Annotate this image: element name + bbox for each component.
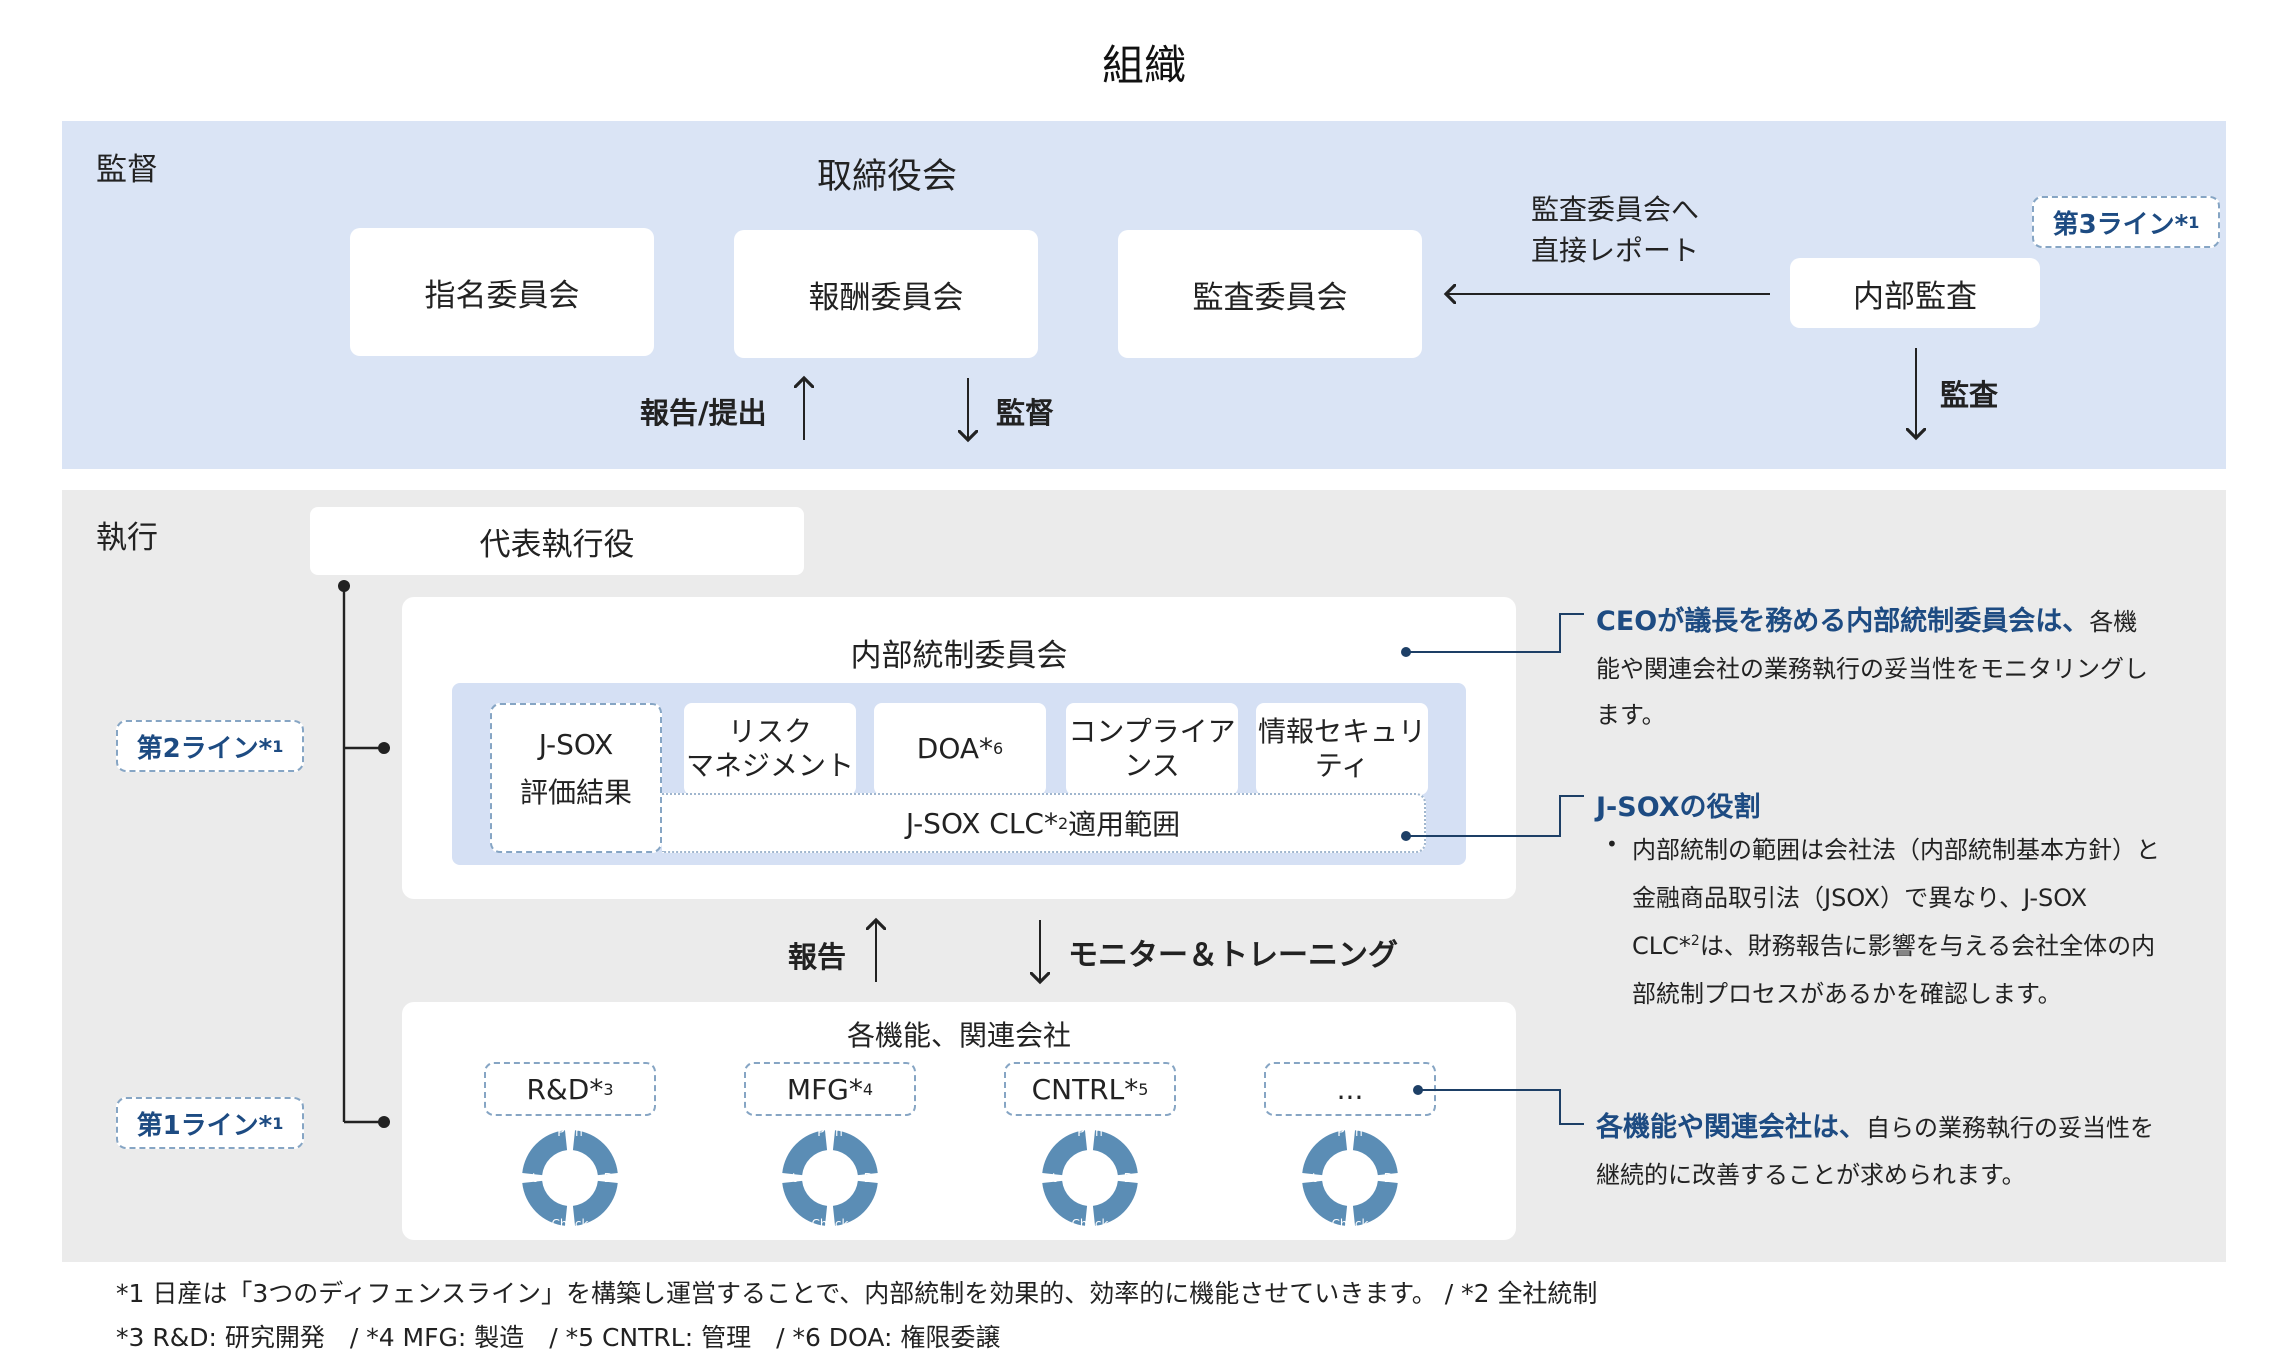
pdca-segment: [1302, 1180, 1348, 1226]
jsox-evaluation-box: J-SOX 評価結果: [490, 703, 662, 853]
pdca-segment: [1302, 1130, 1348, 1176]
pdca-segment: [572, 1130, 618, 1176]
internal-control-committee-title: 内部統制委員会: [850, 638, 1068, 674]
functions-title: 各機能、関連会社: [846, 1019, 1071, 1052]
compensation-committee-box: 報酬委員会: [734, 230, 1038, 358]
tree-node: [338, 580, 350, 592]
compliance-cell: コンプライアンス: [1066, 703, 1238, 795]
monitor-training-label: モニター＆トレーニング: [1068, 938, 1398, 973]
pdca-segment: [1042, 1130, 1088, 1176]
pdca-segment: [832, 1180, 878, 1226]
pdca-label: Check: [812, 1217, 849, 1231]
pdca-segment: [782, 1180, 828, 1226]
pdca-segment: [1352, 1130, 1398, 1176]
supervise-label: 監督: [996, 396, 1055, 430]
pdca-label: Act: [1037, 1171, 1057, 1185]
pdca-label: Check: [1072, 1217, 1109, 1231]
pdca-segment: [832, 1130, 878, 1176]
function-mfg: MFG*4: [744, 1062, 916, 1116]
infosec-cell: 情報セキュリティ: [1256, 703, 1428, 795]
pdca-label: Plan: [817, 1125, 843, 1139]
pdca-segment: [1092, 1180, 1138, 1226]
pdca-label: Act: [1297, 1171, 1317, 1185]
pdca-label: Act: [517, 1171, 537, 1185]
note-jsox-heading: J-SOXの役割: [1596, 792, 1761, 823]
pdca-label: Check: [552, 1217, 589, 1231]
pdca-label: Plan: [1337, 1125, 1363, 1139]
report-label: 報告: [788, 940, 847, 974]
internal-audit-box: 内部監査: [1790, 258, 2040, 328]
pdca-label: Do: [604, 1171, 621, 1185]
callout-line-committee: [1406, 613, 1584, 653]
audit-committee-box: 監査委員会: [1118, 230, 1422, 358]
footnote-2: *3 R&D: 研究開発 / *4 MFG: 製造 / *5 CNTRL: 管理…: [116, 1323, 1001, 1352]
pdca-label: Check: [1332, 1217, 1369, 1231]
pdca-label: Do: [1124, 1171, 1141, 1185]
pdca-segment: [522, 1130, 568, 1176]
pdca-label: Act: [777, 1171, 797, 1185]
risk-management-cell: リスクマネジメント: [684, 703, 856, 795]
line3-tag: 第3ライン*1: [2032, 196, 2220, 248]
function-rd: R&D*3: [484, 1062, 656, 1116]
pdca-segment: [1092, 1130, 1138, 1176]
supervision-label: 監督: [96, 152, 158, 188]
doa-cell: DOA*6: [874, 703, 1046, 795]
page-title: 組織: [1101, 41, 1186, 90]
pdca-label: Do: [1384, 1171, 1401, 1185]
callout-line-functions: [1418, 1089, 1584, 1125]
board-heading: 取締役会: [816, 157, 957, 197]
pdca-label: Plan: [1077, 1125, 1103, 1139]
bullet-icon: •: [1606, 832, 1618, 856]
pdca-segment: [782, 1130, 828, 1176]
pdca-segment: [1042, 1180, 1088, 1226]
pdca-label: Do: [864, 1171, 881, 1185]
footnote-1: *1 日産は「3つのディフェンスライン」を構築し運営することで、内部統制を効果的…: [116, 1279, 1598, 1308]
tree-node: [378, 1116, 390, 1128]
jsox-clc-scope: J-SOX CLC*2 適用範囲: [662, 793, 1426, 853]
note-committee: CEOが議長を務める内部統制委員会は、各機 能や関連会社の業務執行の妥当性をモニ…: [1596, 606, 2148, 729]
pdca-segment: [572, 1180, 618, 1226]
report-submit-label: 報告/提出: [640, 396, 767, 430]
ceo-box: 代表執行役: [310, 507, 804, 575]
execution-label: 執行: [96, 520, 158, 556]
line2-tag: 第2ライン*1: [116, 720, 304, 772]
line1-tag: 第1ライン*1: [116, 1097, 304, 1149]
function-cntrl: CNTRL*5: [1004, 1062, 1176, 1116]
pdca-segment: [1352, 1180, 1398, 1226]
note-jsox-body: 内部統制の範囲は会社法（内部統制基本方針）と 金融商品取引法（JSOX）で異なり…: [1632, 836, 2160, 1008]
tree-node: [378, 742, 390, 754]
audit-label: 監査: [1940, 378, 1999, 412]
pdca-segment: [522, 1180, 568, 1226]
nomination-committee-box: 指名委員会: [350, 228, 654, 356]
pdca-label: Plan: [557, 1125, 583, 1139]
direct-report-label: 監査委員会へ 直接レポート: [1530, 193, 1699, 267]
note-functions: 各機能や関連会社は、自らの業務執行の妥当性を 継続的に改善することが求められます…: [1596, 1112, 2154, 1190]
callout-line-jsox: [1406, 795, 1584, 837]
